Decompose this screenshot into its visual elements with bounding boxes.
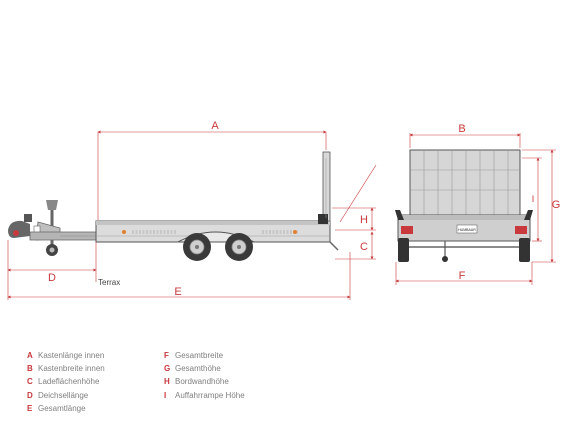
rear-plate: HUMBAUR xyxy=(458,228,476,232)
axle-wheels xyxy=(183,233,253,261)
legend-label: Gesamtbreite xyxy=(175,351,224,360)
legend-label: Gesamthöhe xyxy=(175,364,221,374)
dimension-label-i: I xyxy=(532,194,535,204)
legend-label: Auffahrrampe Höhe xyxy=(175,390,245,400)
legend-label: Kastenbreite innen xyxy=(38,364,105,374)
legend-label: Gesamtlänge xyxy=(38,403,86,413)
trailer-body xyxy=(95,220,331,243)
legend-item-c: C Ladeflächenhöhe xyxy=(27,375,105,388)
loading-ramps xyxy=(318,151,331,224)
legend-letter: A xyxy=(27,351,33,360)
legend-item-i: I Auffahrrampe Höhe xyxy=(164,389,245,402)
legend-label: Deichsellänge xyxy=(38,390,89,400)
legend-letter: C xyxy=(27,377,33,387)
legend-item-d: D Deichsellänge xyxy=(27,389,105,402)
legend-letter: B xyxy=(27,364,33,374)
dimension-label-a: A xyxy=(211,120,219,132)
legend-item-b: B Kastenbreite innen xyxy=(27,362,105,375)
legend-letter: I xyxy=(164,390,167,400)
legend-item-a: A Kastenlänge innen xyxy=(27,349,105,362)
rear-view: HUMBAUR xyxy=(395,149,533,262)
model-label: Terrax xyxy=(98,278,120,287)
legend-letter: G xyxy=(164,364,171,374)
legend-left: A Kastenlänge innen B Kastenbreite innen C… xyxy=(27,349,105,415)
legend-letter: F xyxy=(164,351,169,360)
legend-item-e: E Gesamtlänge xyxy=(27,402,105,415)
legend-letter: D xyxy=(27,390,33,400)
side-view: Terrax xyxy=(8,151,339,287)
side-dimensions xyxy=(7,130,377,300)
dimension-label-c: C xyxy=(360,241,368,253)
dimension-label-h: H xyxy=(360,214,368,226)
dimension-label-b: B xyxy=(458,123,465,135)
legend-label: Bordwandhöhe xyxy=(175,377,229,387)
legend-letter: E xyxy=(27,403,33,413)
legend-label: Ladeflächenhöhe xyxy=(38,377,100,387)
dimension-label-e: E xyxy=(174,286,181,298)
legend-item-g: G Gesamthöhe xyxy=(164,362,245,375)
dimension-label-g: G xyxy=(552,199,561,211)
rear-dimensions xyxy=(395,133,556,285)
legend-letter: H xyxy=(164,377,170,387)
legend-label: Kastenlänge innen xyxy=(38,351,105,360)
legend-item-f: F Gesamtbreite xyxy=(164,349,245,362)
legend-item-h: H Bordwandhöhe xyxy=(164,375,245,388)
dimension-label-d: D xyxy=(48,272,56,284)
dimension-label-f: F xyxy=(459,270,466,282)
